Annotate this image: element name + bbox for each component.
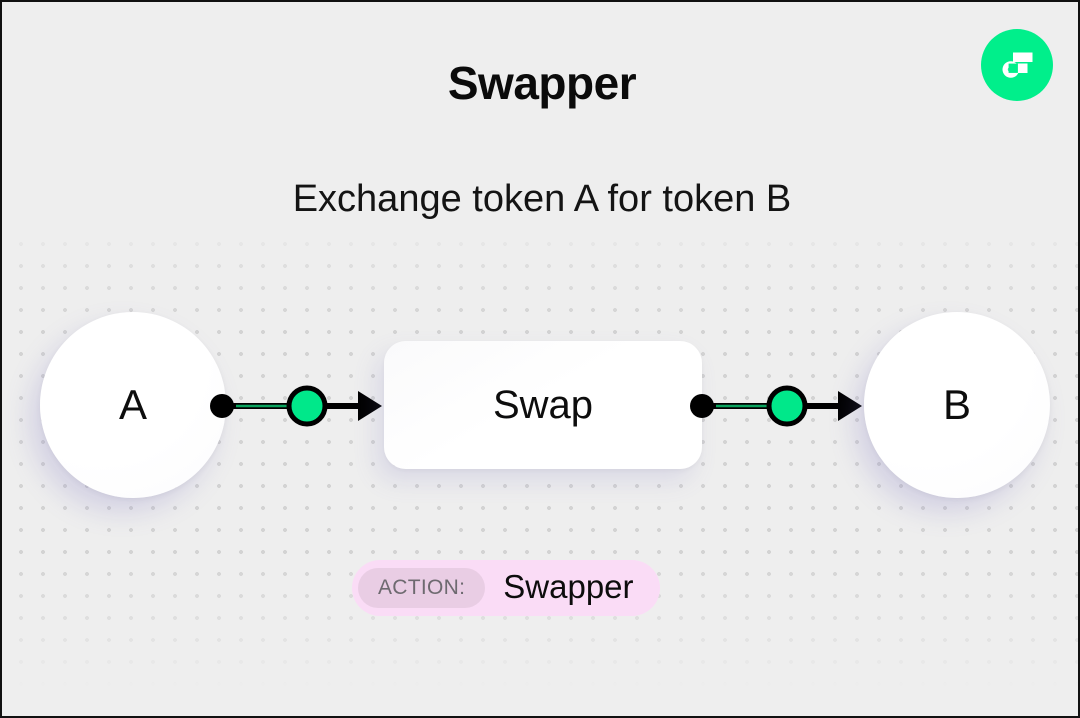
connector-mid-node (286, 385, 328, 427)
action-badge: ACTION: Swapper (352, 560, 660, 616)
arrow-right-icon (838, 391, 862, 421)
node-token-a[interactable]: A (40, 312, 226, 498)
connector-swap-to-token-b (690, 377, 862, 435)
node-swap-label: Swap (492, 382, 594, 427)
node-token-a-label: A (118, 381, 147, 428)
arrow-right-icon (358, 391, 382, 421)
connector-token-a-to-swap (210, 377, 382, 435)
page-subtitle: Exchange token A for token B (292, 178, 792, 220)
flow-logo-icon (981, 29, 1053, 101)
node-swap[interactable]: Swap (384, 341, 702, 469)
node-token-b-label: B (942, 381, 971, 428)
connector-mid-node (766, 385, 808, 427)
page-title: Swapper (447, 57, 637, 109)
action-badge-value: Swapper (503, 568, 634, 605)
node-token-b[interactable]: B (864, 312, 1050, 498)
connector-source-dot (690, 394, 714, 418)
action-badge-key: ACTION: (358, 568, 486, 608)
connector-source-dot (210, 394, 234, 418)
